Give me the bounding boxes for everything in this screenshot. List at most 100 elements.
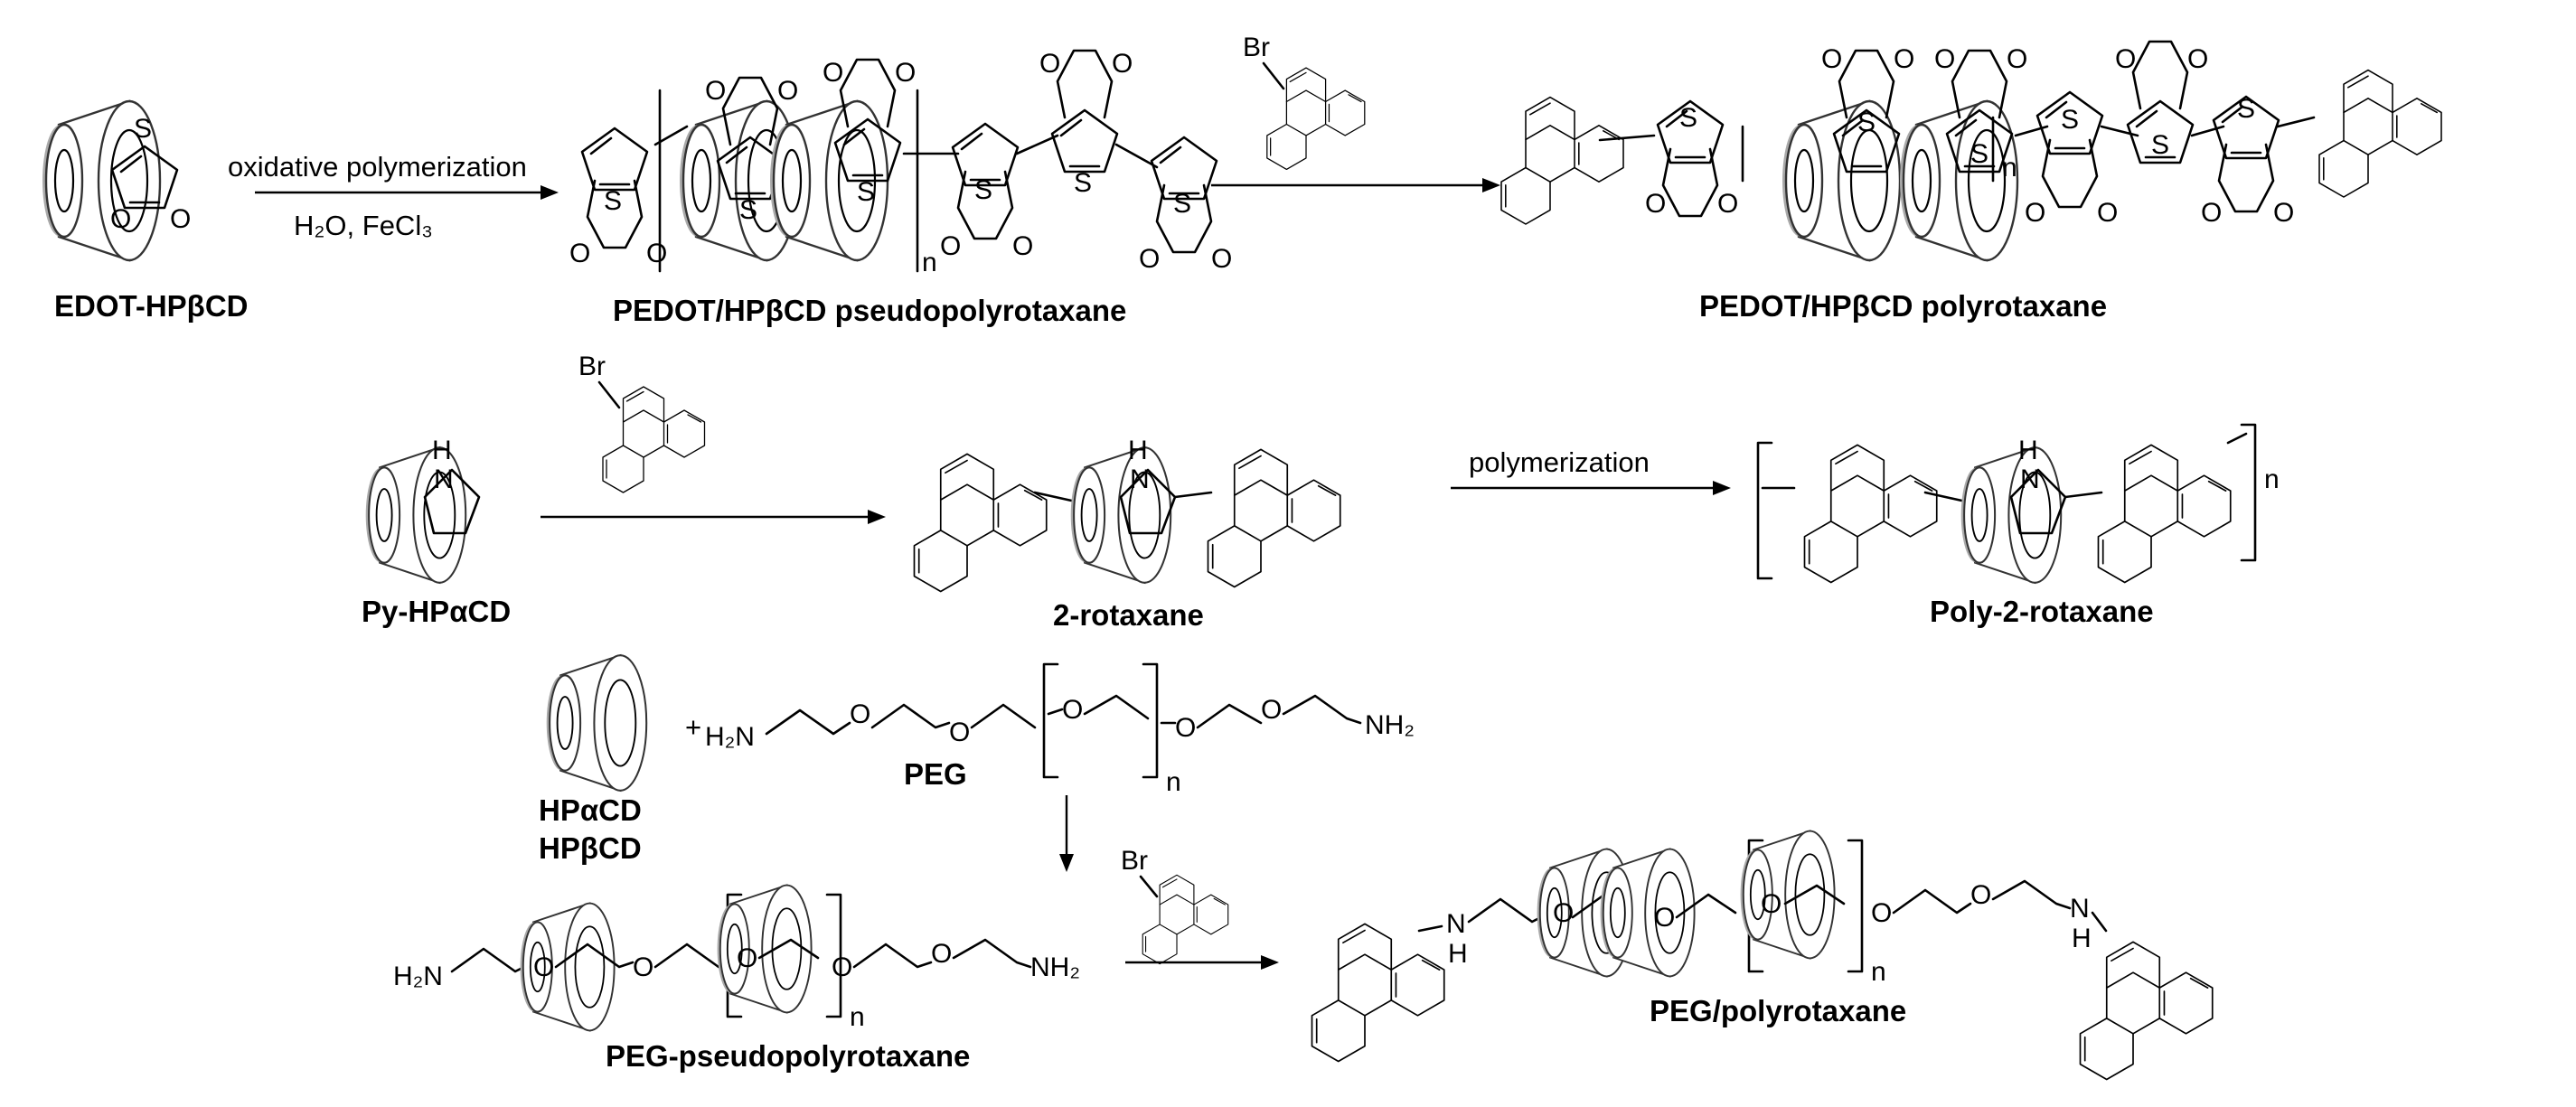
bromopyrene-reagent-row3: Br bbox=[1121, 846, 1229, 965]
svg-text:O: O bbox=[533, 952, 554, 982]
svg-text:O: O bbox=[823, 58, 843, 88]
svg-text:S: S bbox=[1970, 139, 1988, 169]
svg-text:O: O bbox=[1062, 695, 1083, 725]
svg-text:S: S bbox=[1679, 103, 1697, 133]
svg-text:S: S bbox=[134, 114, 152, 144]
svg-text:n: n bbox=[2264, 464, 2280, 494]
svg-text:O: O bbox=[1261, 695, 1282, 725]
peg-diamine-structure: H₂N O O O n O O NH₂ bbox=[705, 662, 1415, 797]
svg-text:O: O bbox=[1553, 898, 1574, 928]
arrow-row1-step2 bbox=[1211, 178, 1500, 192]
pedot-pseudopolyrotaxane-structure: S O O S O O S O O n S O O S O O S O O bbox=[569, 49, 1232, 277]
svg-text:O: O bbox=[1175, 713, 1196, 743]
hpbcd-label: HPβCD bbox=[539, 831, 642, 865]
svg-text:O: O bbox=[777, 76, 798, 106]
svg-text:O: O bbox=[1761, 889, 1782, 919]
arrow-row3-step2 bbox=[1125, 955, 1279, 970]
svg-text:O: O bbox=[832, 952, 852, 982]
peg-pseudopolyrotaxane-structure: H₂N O O O n O O NH₂ bbox=[393, 884, 1080, 1032]
svg-text:O: O bbox=[1211, 244, 1232, 274]
svg-text:S: S bbox=[604, 186, 622, 216]
arrow-row2-step1 bbox=[541, 510, 886, 524]
svg-text:S: S bbox=[2061, 105, 2079, 135]
svg-text:O: O bbox=[737, 943, 757, 973]
svg-text:O: O bbox=[1934, 44, 1955, 74]
svg-text:O: O bbox=[2201, 198, 2222, 228]
svg-text:O: O bbox=[850, 699, 870, 729]
svg-text:H: H bbox=[2018, 436, 2038, 465]
pedot-pseudopolyrotaxane-label: PEDOT/HPβCD pseudopolyrotaxane bbox=[613, 294, 1126, 327]
svg-text:O: O bbox=[1970, 880, 1991, 910]
hpcd-cone-icon bbox=[545, 654, 648, 792]
svg-text:Br: Br bbox=[578, 352, 606, 381]
svg-text:O: O bbox=[1645, 189, 1666, 219]
svg-text:O: O bbox=[1894, 44, 1914, 74]
svg-text:n: n bbox=[850, 1002, 865, 1032]
svg-text:O: O bbox=[895, 58, 916, 88]
svg-text:S: S bbox=[2237, 94, 2255, 124]
oxidative-polymerization-condition: oxidative polymerization bbox=[228, 151, 527, 183]
svg-text:O: O bbox=[1871, 898, 1892, 928]
svg-text:O: O bbox=[110, 204, 131, 234]
svg-text:O: O bbox=[569, 239, 590, 268]
svg-text:O: O bbox=[2273, 198, 2294, 228]
svg-text:N: N bbox=[1130, 464, 1150, 494]
svg-text:n: n bbox=[1871, 957, 1886, 987]
py-hpacd-label: Py-HPαCD bbox=[362, 595, 511, 628]
svg-text:S: S bbox=[974, 175, 992, 205]
svg-text:NH₂: NH₂ bbox=[1030, 952, 1080, 982]
svg-text:N: N bbox=[2070, 894, 2090, 924]
svg-text:N: N bbox=[2020, 464, 2040, 494]
svg-text:H₂N: H₂N bbox=[705, 722, 755, 752]
svg-text:S: S bbox=[1173, 189, 1191, 219]
peg-polyrotaxane-label: PEG/polyrotaxane bbox=[1650, 994, 1906, 1027]
svg-text:O: O bbox=[2187, 44, 2208, 74]
bromopyrene-reagent-row2: Br bbox=[578, 352, 706, 493]
svg-text:O: O bbox=[2007, 44, 2027, 74]
svg-text:O: O bbox=[2025, 198, 2045, 228]
peg-label: PEG bbox=[904, 757, 967, 791]
svg-text:O: O bbox=[170, 204, 191, 234]
edot-hpbcd-structure: S O O bbox=[41, 99, 191, 262]
hpacd-label: HPαCD bbox=[539, 793, 642, 827]
svg-text:N: N bbox=[434, 464, 454, 494]
svg-text:O: O bbox=[1039, 49, 1060, 79]
peg-pseudopolyrotaxane-label: PEG-pseudopolyrotaxane bbox=[606, 1039, 970, 1073]
svg-text:n: n bbox=[2002, 153, 2017, 183]
poly-2-rotaxane-structure: H N n bbox=[1756, 423, 2280, 584]
svg-text:S: S bbox=[1074, 168, 1092, 198]
poly-2-rotaxane-label: Poly-2-rotaxane bbox=[1930, 595, 2154, 628]
svg-text:H: H bbox=[2072, 924, 2092, 953]
svg-text:H₂N: H₂N bbox=[393, 962, 443, 991]
bromopyrene-reagent-row1: Br bbox=[1243, 33, 1366, 171]
edot-hpbcd-label: EDOT-HPβCD bbox=[54, 289, 248, 323]
svg-text:n: n bbox=[922, 248, 937, 277]
2-rotaxane-label: 2-rotaxane bbox=[1053, 598, 1204, 632]
py-hpacd-structure: H N bbox=[364, 436, 481, 584]
svg-text:n: n bbox=[1166, 767, 1181, 797]
svg-text:O: O bbox=[1717, 189, 1738, 219]
svg-text:Br: Br bbox=[1121, 846, 1148, 876]
svg-text:S: S bbox=[857, 177, 875, 207]
svg-text:O: O bbox=[1139, 244, 1160, 274]
arrow-row3-down bbox=[1059, 795, 1074, 872]
svg-text:S: S bbox=[1857, 108, 1876, 137]
peg-polyrotaxane-structure: N H O O O n O O N H bbox=[1311, 830, 2214, 1081]
svg-text:H: H bbox=[432, 436, 452, 465]
svg-text:Br: Br bbox=[1243, 33, 1270, 62]
svg-text:O: O bbox=[1654, 903, 1675, 933]
h2o-fecl3-condition: H₂O, FeCl₃ bbox=[294, 210, 433, 241]
svg-text:NH₂: NH₂ bbox=[1365, 710, 1415, 740]
svg-text:O: O bbox=[1112, 49, 1133, 79]
svg-text:N: N bbox=[1446, 909, 1466, 939]
arrow-row2-step2 bbox=[1451, 481, 1731, 495]
svg-text:O: O bbox=[2115, 44, 2136, 74]
polymerization-condition: polymerization bbox=[1469, 446, 1650, 478]
svg-text:O: O bbox=[646, 239, 667, 268]
svg-text:O: O bbox=[940, 231, 961, 261]
pedot-polyrotaxane-structure: S O O S O O S O O n S O O S O O S O O bbox=[1500, 40, 2442, 262]
svg-text:O: O bbox=[1012, 231, 1033, 261]
svg-text:S: S bbox=[2151, 130, 2169, 160]
svg-text:H: H bbox=[1128, 436, 1148, 465]
